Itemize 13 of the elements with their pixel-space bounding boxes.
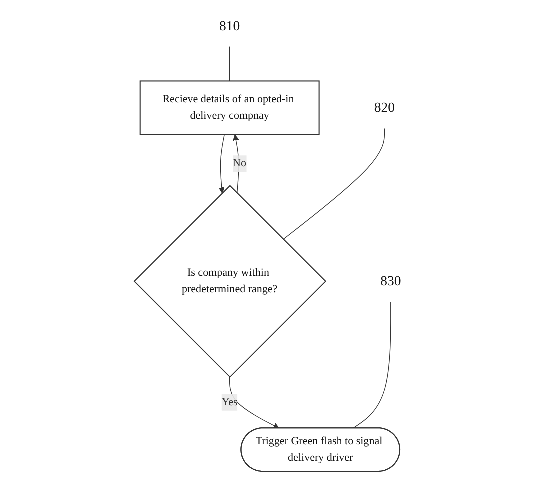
connector	[282, 128, 385, 240]
edge-label: No	[232, 158, 246, 170]
connector	[229, 46, 230, 82]
arrow	[218, 134, 225, 194]
arrow	[233, 134, 240, 194]
node-text: 810	[219, 18, 240, 34]
node-diamond: Is company within predetermined range?	[134, 185, 326, 378]
node-text: 830	[380, 274, 402, 290]
arrow	[229, 376, 280, 429]
node-text: 820	[374, 100, 395, 116]
connector	[352, 302, 392, 429]
edge-label: Yes	[222, 396, 238, 408]
node-box: Recieve details of an opted-in delivery compnay	[140, 80, 320, 136]
